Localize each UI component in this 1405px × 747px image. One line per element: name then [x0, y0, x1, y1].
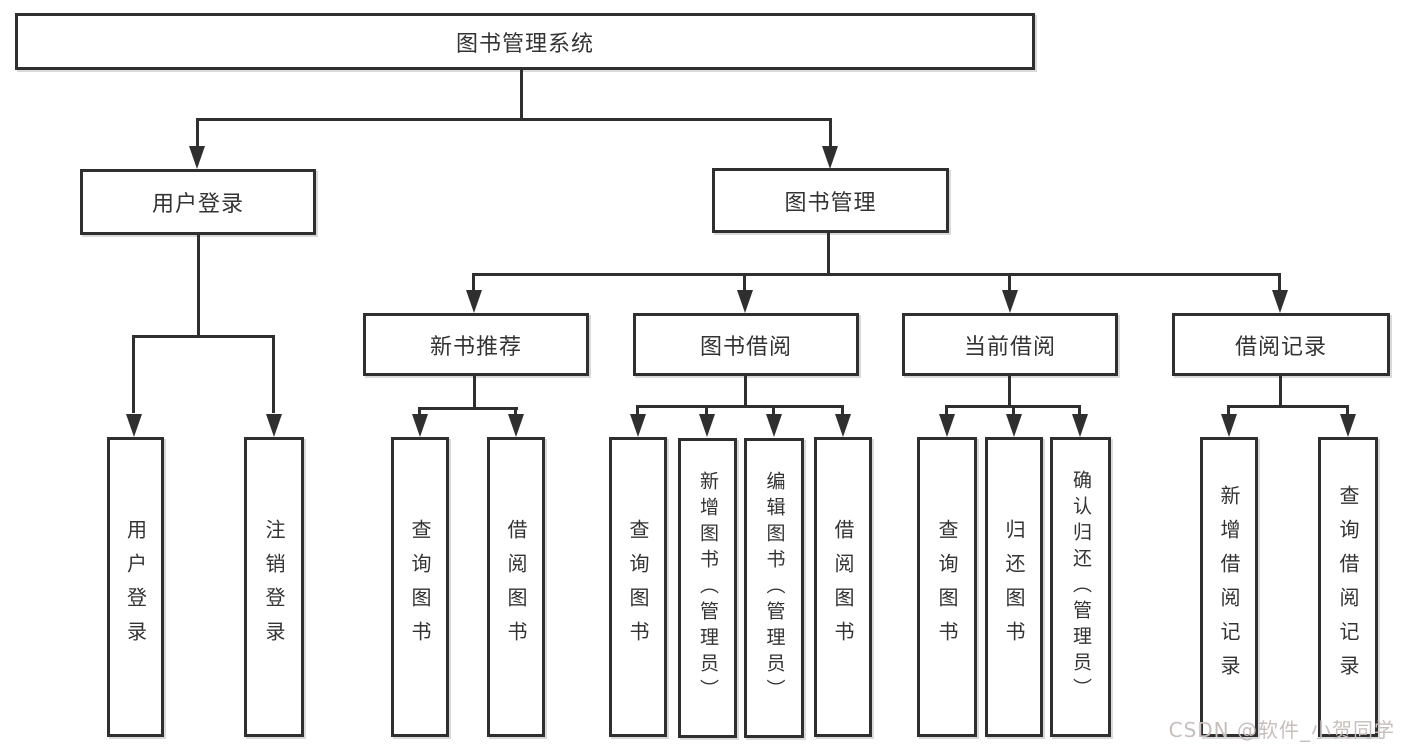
- connector-records-stem: [1279, 376, 1282, 405]
- connector-current-stem: [1008, 376, 1011, 405]
- arrowhead-down-cur-return: [1006, 414, 1022, 437]
- connector-borrowing-branch: [636, 405, 844, 408]
- leaf-label: 注销登录: [262, 519, 286, 655]
- leaf-confirm-return-admin: 确认归还（管理员）: [1050, 437, 1111, 737]
- connector-to-bor-borrow: [841, 405, 844, 417]
- connector-to-bor-add: [705, 405, 708, 417]
- connector-recommend-branch: [418, 407, 518, 410]
- connector-to-leaf-logout: [272, 335, 275, 413]
- leaf-query-borrow-record: 查询借阅记录: [1318, 437, 1378, 737]
- connector-level3-branch: [472, 273, 1280, 276]
- arrowhead-down-current-borrowing: [1002, 290, 1018, 313]
- arrowhead-down-cur-confirm: [1072, 414, 1088, 437]
- leaf-add-borrow-record: 新增借阅记录: [1200, 437, 1258, 737]
- leaf-label: 借阅图书: [831, 519, 855, 655]
- arrowhead-down-book-borrowing: [737, 290, 753, 313]
- connector-borrowing-stem: [744, 376, 747, 405]
- arrowhead-down-hist-add: [1221, 414, 1237, 437]
- connector-to-current-borrowing: [1008, 273, 1011, 293]
- connector-level1-branch: [196, 118, 832, 121]
- connector-to-book-management: [829, 118, 832, 148]
- node-new-book-recommend: 新书推荐: [363, 313, 589, 376]
- leaf-label: 新增借阅记录: [1217, 485, 1241, 689]
- node-label: 图书管理: [784, 190, 877, 216]
- leaf-recommend-query-books: 查询图书: [391, 437, 449, 737]
- connector-to-new-book-recommend: [472, 273, 475, 293]
- node-label: 借阅记录: [1234, 334, 1327, 360]
- arrowhead-down-bor-edit: [766, 414, 782, 437]
- arrowhead-down-leaf-logout: [266, 414, 282, 437]
- arrowhead-down-bor-borrow: [835, 414, 851, 437]
- leaf-label: 查询图书: [935, 519, 959, 655]
- leaf-user-login: 用户登录: [107, 437, 164, 737]
- leaf-borrowing-borrow-books: 借阅图书: [814, 437, 872, 737]
- connector-root-stem: [520, 70, 523, 118]
- leaf-label: 用户登录: [123, 519, 148, 655]
- connector-user-login-branch: [133, 335, 275, 338]
- node-current-borrowing: 当前借阅: [902, 313, 1118, 376]
- connector-to-hist-add: [1227, 405, 1230, 417]
- arrowhead-down-hist-query: [1340, 414, 1356, 437]
- arrowhead-down-rec-borrow: [508, 414, 524, 437]
- arrowhead-down-leaf-user-login: [126, 414, 142, 437]
- arrowhead-down-new-book-recommend: [466, 290, 482, 313]
- leaf-label: 编辑图书（管理员）: [763, 471, 786, 705]
- node-label: 新书推荐: [429, 334, 522, 360]
- leaf-return-books: 归还图书: [985, 437, 1043, 737]
- connector-to-cur-return: [1012, 405, 1015, 417]
- connector-to-cur-confirm: [1078, 405, 1081, 417]
- node-user-login: 用户登录: [80, 169, 316, 235]
- arrowhead-down-cur-query: [939, 414, 955, 437]
- connector-to-bor-edit: [772, 405, 775, 417]
- connector-user-login-stem: [197, 235, 200, 335]
- arrowhead-down-rec-query: [412, 414, 428, 437]
- node-label: 用户登录: [151, 192, 244, 217]
- connector-records-branch: [1227, 405, 1349, 408]
- leaf-edit-books-admin: 编辑图书（管理员）: [744, 438, 804, 738]
- leaf-label: 查询图书: [626, 519, 650, 655]
- connector-to-bor-query: [636, 405, 639, 417]
- node-label: 图书借阅: [699, 334, 792, 360]
- leaf-current-query-books: 查询图书: [917, 437, 977, 737]
- leaf-label: 归还图书: [1002, 519, 1026, 655]
- leaf-label: 查询图书: [408, 519, 432, 655]
- node-borrowing-records: 借阅记录: [1172, 313, 1390, 376]
- connector-to-hist-query: [1346, 405, 1349, 417]
- leaf-label: 借阅图书: [504, 519, 528, 655]
- leaf-label: 新增图书（管理员）: [697, 471, 719, 705]
- node-label: 图书管理系统: [455, 31, 594, 57]
- node-book-borrowing: 图书借阅: [633, 313, 859, 376]
- leaf-label: 查询借阅记录: [1336, 485, 1360, 689]
- csdn-watermark: CSDN @软件_小贺同学: [1168, 718, 1395, 742]
- connector-to-user-login: [196, 118, 199, 148]
- connector-to-rec-query: [418, 407, 421, 417]
- leaf-add-books-admin: 新增图书（管理员）: [678, 438, 737, 738]
- leaf-label: 确认归还（管理员）: [1070, 470, 1092, 704]
- leaf-recommend-borrow-books: 借阅图书: [487, 437, 545, 737]
- connector-to-rec-borrow: [514, 407, 517, 417]
- arrowhead-down-borrowing-records: [1272, 290, 1288, 313]
- connector-to-book-borrowing: [743, 273, 746, 293]
- connector-book-management-stem: [827, 233, 830, 273]
- arrowhead-down-user-login: [189, 146, 205, 169]
- connector-recommend-stem: [473, 376, 476, 407]
- arrowhead-down-bor-add: [699, 414, 715, 437]
- arrowhead-down-book-management: [822, 146, 838, 169]
- connector-to-cur-query: [945, 405, 948, 417]
- node-label: 当前借阅: [963, 334, 1056, 360]
- leaf-borrowing-query-books: 查询图书: [609, 437, 667, 737]
- connector-to-leaf-user-login: [132, 335, 135, 413]
- node-library-management-system: 图书管理系统: [15, 13, 1035, 70]
- connector-to-borrowing-records: [1278, 273, 1281, 293]
- arrowhead-down-bor-query: [630, 414, 646, 437]
- leaf-logout-login: 注销登录: [244, 437, 304, 737]
- node-book-management: 图书管理: [712, 168, 949, 233]
